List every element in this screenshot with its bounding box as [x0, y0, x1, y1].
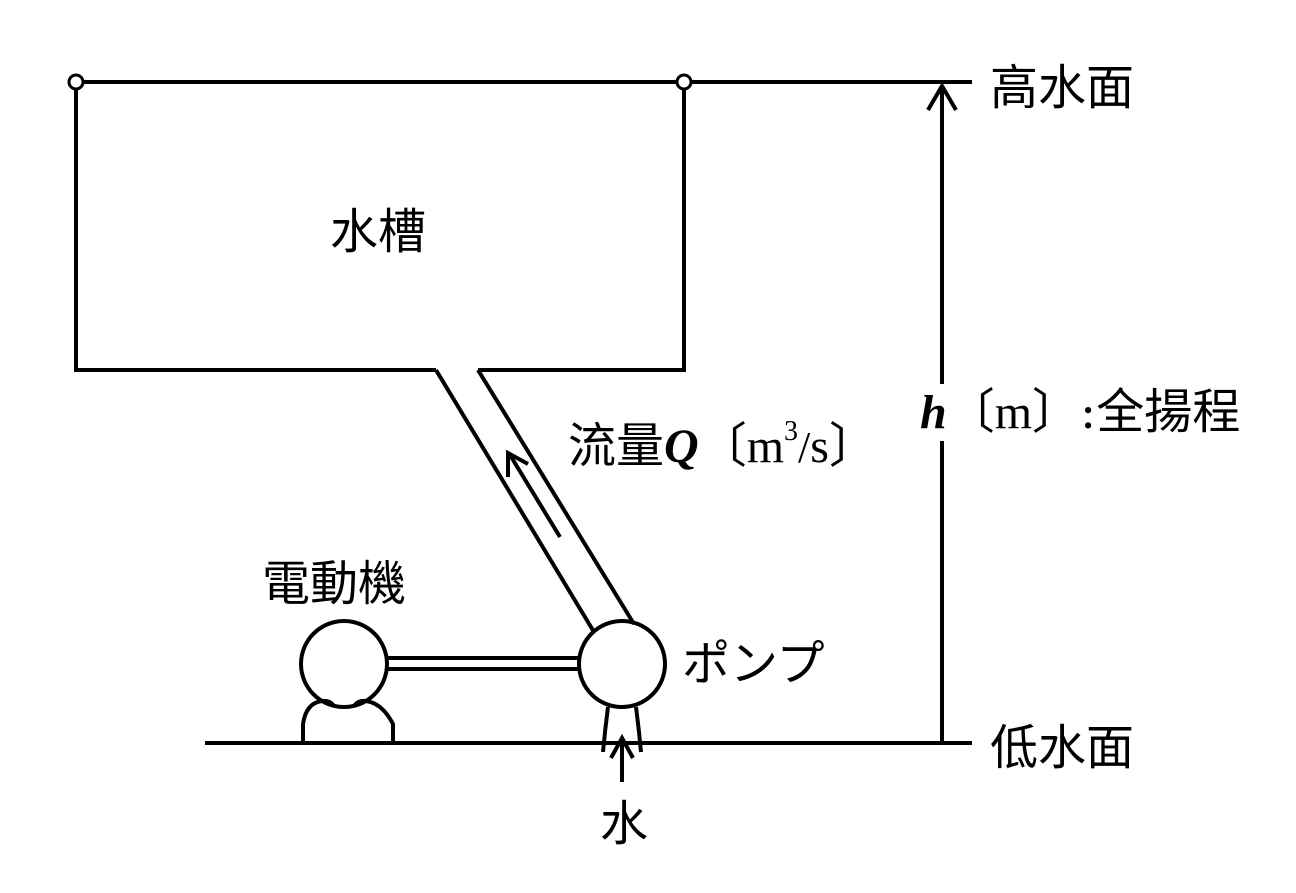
suction-pipe-left [601, 706, 610, 753]
pump-label: ポンプ [682, 636, 825, 692]
pump-circle [577, 619, 667, 709]
flow-symbol: Q [664, 420, 699, 473]
tank-label: 水槽 [330, 204, 427, 260]
flow-unit-s: s [810, 420, 829, 473]
high-water-label: 高水面 [990, 60, 1135, 116]
flow-unit-exp: 3 [784, 416, 799, 447]
head-unit: 〔m〕 [946, 386, 1081, 439]
motor-label: 電動機 [262, 556, 407, 612]
tank-outline [74, 82, 436, 372]
suction-pipe-right [634, 706, 643, 753]
flow-label: 流量Q〔m3/s〕 [568, 418, 877, 471]
flow-bracket-open: 〔 [698, 418, 747, 474]
flow-prefix: 流量 [568, 418, 665, 474]
flow-unit-m: m [746, 420, 785, 473]
motor-circle [299, 619, 389, 709]
water-label: 水 [600, 796, 649, 852]
flow-arrow-shaft [508, 453, 562, 539]
water-arrowhead [609, 733, 635, 759]
tank-outline-right [478, 82, 686, 372]
flow-bracket-close: 〕 [828, 418, 877, 474]
pipe-left-wall [434, 368, 596, 634]
head-separator: : [1080, 384, 1097, 440]
low-water-label: 低水面 [990, 720, 1135, 776]
flow-unit-slash: / [798, 423, 811, 472]
pipe-right-wall [476, 368, 636, 626]
head-symbol: h [920, 386, 947, 439]
hinge-right [675, 73, 693, 91]
flow-arrowhead [506, 449, 529, 477]
hinge-left [67, 73, 85, 91]
motor-base [301, 698, 395, 743]
head-label: h〔m〕:全揚程 [920, 384, 1241, 441]
head-text: 全揚程 [1096, 384, 1241, 440]
head-arrowhead [926, 82, 958, 112]
